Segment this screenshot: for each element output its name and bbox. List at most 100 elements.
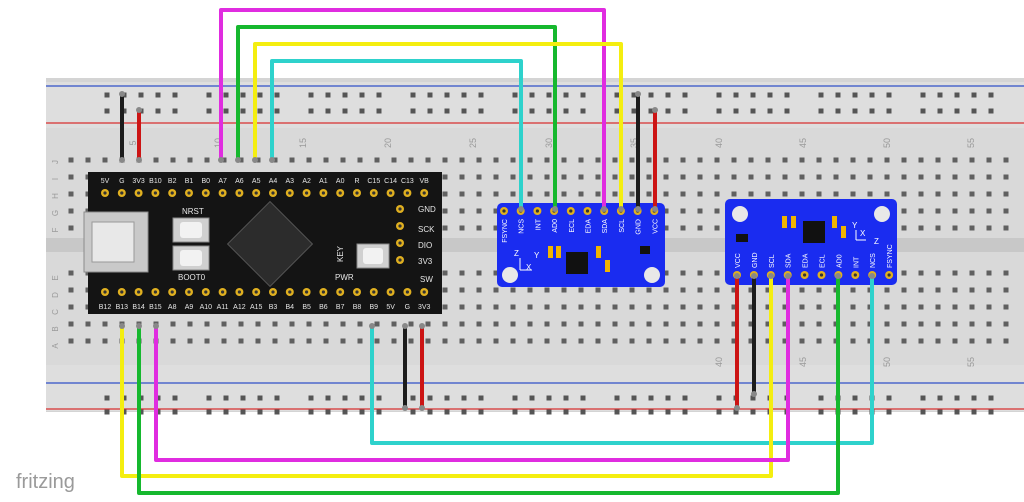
grid-hole: [952, 321, 958, 327]
grid-hole: [68, 338, 74, 344]
nrst-label: NRST: [182, 207, 204, 216]
grid-hole: [986, 304, 992, 310]
grid-hole: [357, 338, 363, 344]
grid-hole: [85, 338, 91, 344]
grid-hole: [731, 157, 737, 163]
axis-y-label: Y: [852, 221, 858, 230]
wire-cyan-b9-to-ncs[interactable]: [370, 274, 874, 445]
rail-hole: [223, 409, 229, 415]
grid-hole: [527, 287, 533, 293]
rail-hole: [359, 108, 365, 114]
rail-hole: [954, 395, 960, 401]
grid-hole: [595, 191, 601, 197]
wire-cyan-a4-to-ncs[interactable]: [270, 59, 523, 211]
mcu-chip: [226, 200, 314, 288]
mcu-top-pin-label: G: [119, 178, 124, 185]
row-letters: J I H G F E D C B A: [51, 160, 60, 349]
pin-hole: [398, 207, 402, 211]
mcu-right-pin-column: [396, 205, 404, 264]
grid-hole: [306, 321, 312, 327]
mcu-bottom-pin-label: B13: [116, 304, 129, 311]
grid-hole: [850, 287, 856, 293]
grid-hole: [612, 338, 618, 344]
mcu-right-label: GND: [418, 205, 436, 214]
grid-hole: [68, 287, 74, 293]
grid-hole: [476, 191, 482, 197]
rail-hole: [444, 409, 450, 415]
rail-hole: [359, 92, 365, 98]
pin-hole: [187, 290, 191, 294]
grid-hole: [986, 225, 992, 231]
grid-hole: [663, 338, 669, 344]
grid-hole: [663, 208, 669, 214]
mcu-top-pin-label: A7: [218, 178, 227, 185]
grid-hole: [493, 174, 499, 180]
grid-hole: [595, 321, 601, 327]
grid-hole: [799, 157, 805, 163]
wire-yellow-b13-to-scl[interactable]: [120, 274, 773, 478]
rail-hole: [750, 395, 756, 401]
mcu-top-pin-label: B0: [202, 178, 211, 185]
row-letter: B: [51, 326, 60, 331]
rail-hole: [376, 92, 382, 98]
wire-yellow-a5-to-scl[interactable]: [253, 42, 623, 211]
wire-magenta-b15-to-sda[interactable]: [154, 274, 790, 462]
grid-hole: [884, 287, 890, 293]
column-number: 55: [966, 138, 976, 148]
rail-hole: [886, 409, 892, 415]
grid-hole: [646, 304, 652, 310]
grid-hole: [697, 225, 703, 231]
grid-hole: [493, 287, 499, 293]
wire-green-b14-to-ad0[interactable]: [137, 274, 840, 495]
rail-hole: [104, 395, 110, 401]
rail-hole: [325, 92, 331, 98]
rail-hole: [444, 395, 450, 401]
grid-hole: [442, 270, 448, 276]
grid-hole: [935, 338, 941, 344]
grid-hole: [459, 157, 465, 163]
rail-hole: [869, 108, 875, 114]
grid-hole: [731, 287, 737, 293]
mcu-bottom-pin-label: A12: [233, 304, 246, 311]
grid-hole: [884, 338, 890, 344]
grid-hole: [697, 191, 703, 197]
rail-hole: [937, 108, 943, 114]
rail-hole: [206, 409, 212, 415]
wire-green-a6-to-ad0[interactable]: [236, 25, 557, 211]
grid-hole: [578, 321, 584, 327]
grid-hole: [680, 208, 686, 214]
grid-hole: [901, 321, 907, 327]
grid-hole: [884, 191, 890, 197]
pin-hole: [422, 191, 426, 195]
grid-hole: [68, 321, 74, 327]
sensor-pin-label: SCL: [769, 254, 776, 268]
rail-hole: [274, 395, 280, 401]
sw-label: SW: [420, 275, 433, 284]
rail-hole: [852, 92, 858, 98]
grid-hole: [782, 191, 788, 197]
grid-hole: [833, 191, 839, 197]
grid-hole: [816, 191, 822, 197]
mcu-top-pin-label: B1: [185, 178, 194, 185]
grid-hole: [935, 321, 941, 327]
grid-hole: [646, 338, 652, 344]
grid-hole: [918, 191, 924, 197]
grid-hole: [544, 157, 550, 163]
column-number: 35: [629, 138, 639, 148]
wire-magenta-a7-to-sda[interactable]: [219, 8, 606, 211]
grid-hole: [714, 191, 720, 197]
column-number: 25: [468, 138, 478, 148]
column-number: 40: [714, 138, 724, 148]
pin-hole: [103, 290, 107, 294]
grid-hole: [442, 287, 448, 293]
row-letter: G: [51, 210, 60, 216]
column-number: 45: [798, 357, 808, 367]
grid-hole: [799, 304, 805, 310]
grid-hole: [459, 174, 465, 180]
sensor-pin-label: AD0: [836, 254, 843, 268]
grid-hole: [816, 338, 822, 344]
